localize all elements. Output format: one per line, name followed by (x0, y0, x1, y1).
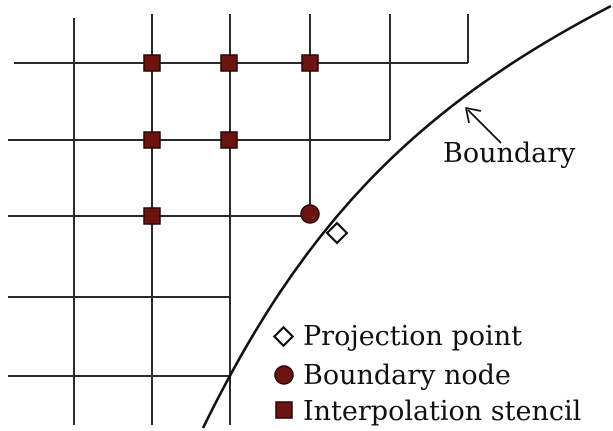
boundary-arrow (465, 107, 502, 144)
legend-circle-icon (274, 365, 294, 385)
boundary-node (300, 204, 320, 224)
legend-square-icon (275, 401, 293, 419)
projection-point (325, 221, 349, 245)
interpolation-stencil (143, 54, 319, 225)
stencil-node (143, 131, 161, 149)
boundary-curve (201, 4, 612, 429)
stencil-node (220, 131, 238, 149)
legend-projection-point-label: Projection point (303, 321, 522, 352)
stencil-node (143, 54, 161, 72)
legend-boundary-node-label: Boundary node (303, 360, 511, 391)
boundary-label: Boundary (443, 138, 576, 169)
legend-interpolation-stencil-label: Interpolation stencil (303, 396, 582, 427)
legend-markers (272, 325, 295, 419)
stencil-node (143, 207, 161, 225)
stencil-node (220, 54, 238, 72)
legend-diamond-icon (272, 325, 295, 348)
stencil-node (301, 54, 319, 72)
